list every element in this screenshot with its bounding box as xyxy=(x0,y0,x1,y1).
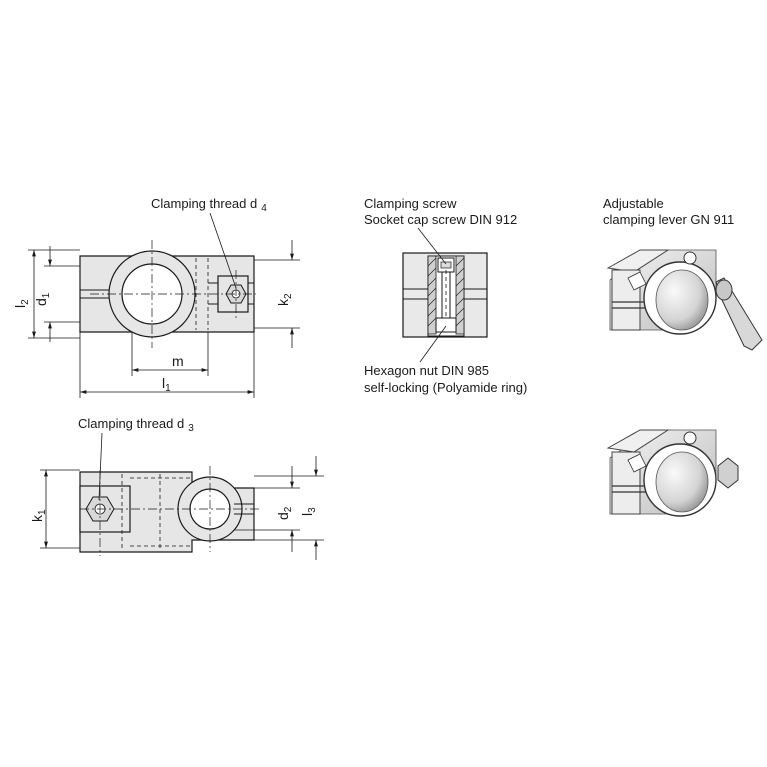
render-hex-nut xyxy=(717,457,739,489)
dim-d1: d1 xyxy=(33,292,52,306)
dim-m: m xyxy=(172,353,184,369)
dim-k2: k2 xyxy=(275,293,294,306)
side-view-drawing xyxy=(40,432,324,560)
label-self-locking: self-locking (Polyamide ring) xyxy=(364,380,527,395)
label-hexagon-nut: Hexagon nut DIN 985 xyxy=(364,363,489,378)
dim-k1: k1 xyxy=(29,509,48,522)
dim-l1: l1 xyxy=(162,375,171,394)
dim-d2: d2 xyxy=(275,506,294,520)
label-clamping-screw: Clamping screw xyxy=(364,196,457,211)
section-nut xyxy=(435,317,457,333)
top-view-drawing xyxy=(28,212,300,398)
section-view-drawing xyxy=(402,227,488,363)
render-with-lever xyxy=(606,249,763,351)
dim-l2: l2 xyxy=(12,299,31,308)
label-socket-cap-screw: Socket cap screw DIN 912 xyxy=(364,212,517,227)
render-with-nut xyxy=(606,429,739,517)
label-adjustable: Adjustable xyxy=(603,196,664,211)
dim-l3: l3 xyxy=(299,507,318,516)
label-clamping-lever: clamping lever GN 911 xyxy=(603,212,734,227)
